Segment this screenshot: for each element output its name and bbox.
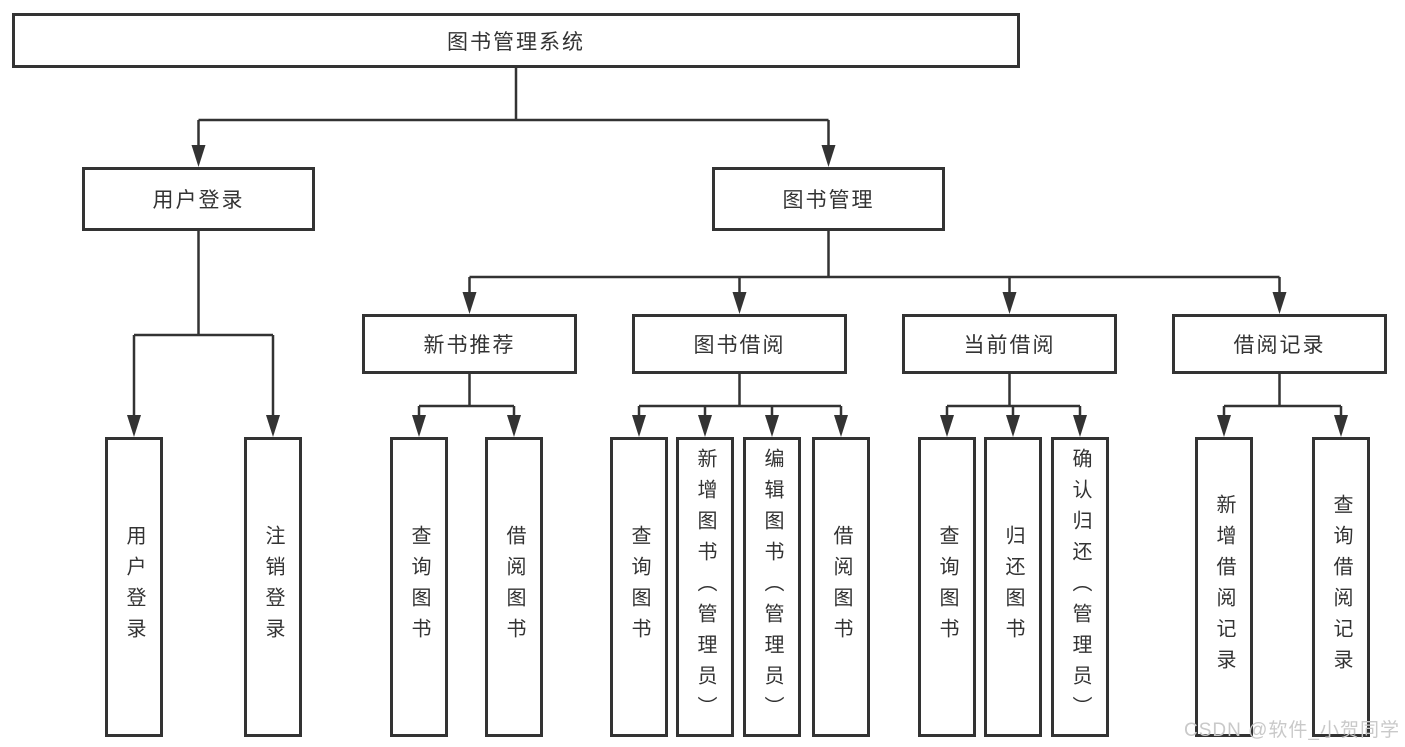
node-label: 借阅记录 (1233, 334, 1326, 357)
node-root-system: 图书管理系统 (12, 13, 1020, 68)
leaf-label: 查询借阅记录 (1330, 494, 1352, 680)
node-borrow-records: 借阅记录 (1172, 314, 1387, 374)
leaf-query-books-borrow: 查询图书 (610, 437, 668, 737)
leaf-label: 编辑图书（管理员） (761, 447, 783, 727)
leaf-label: 注销登录 (262, 525, 284, 649)
leaf-label: 查询图书 (408, 525, 430, 649)
leaf-borrow-books-recommend: 借阅图书 (485, 437, 543, 737)
node-new-book-recommend: 新书推荐 (362, 314, 577, 374)
node-label: 用户登录 (152, 189, 245, 212)
node-book-management: 图书管理 (712, 167, 945, 231)
leaf-label: 确认归还（管理员） (1069, 447, 1091, 727)
leaf-add-borrow-record: 新增借阅记录 (1195, 437, 1253, 737)
node-current-borrow: 当前借阅 (902, 314, 1117, 374)
node-label: 当前借阅 (963, 334, 1056, 357)
node-label: 图书管理 (782, 189, 875, 212)
leaf-add-books-admin: 新增图书（管理员） (676, 437, 734, 737)
leaf-label: 用户登录 (123, 525, 145, 649)
leaf-label: 新增图书（管理员） (694, 447, 716, 727)
leaf-label: 查询图书 (628, 525, 650, 649)
leaf-borrow-books: 借阅图书 (812, 437, 870, 737)
leaf-user-login: 用户登录 (105, 437, 163, 737)
leaf-label: 归还图书 (1002, 525, 1024, 649)
leaf-edit-books-admin: 编辑图书（管理员） (743, 437, 801, 737)
leaf-label: 新增借阅记录 (1213, 494, 1235, 680)
leaf-return-books: 归还图书 (984, 437, 1042, 737)
arrowhead-icons (127, 145, 1348, 437)
leaf-label: 查询图书 (936, 525, 958, 649)
leaf-logout: 注销登录 (244, 437, 302, 737)
node-label: 新书推荐 (423, 334, 516, 357)
node-book-borrow: 图书借阅 (632, 314, 847, 374)
csdn-watermark: CSDN @软件_小贺同学 (1184, 720, 1400, 741)
leaf-query-books-current: 查询图书 (918, 437, 976, 737)
leaf-label: 借阅图书 (503, 525, 525, 649)
node-user-login: 用户登录 (82, 167, 315, 231)
leaf-label: 借阅图书 (830, 525, 852, 649)
node-label: 图书管理系统 (447, 30, 585, 54)
leaf-confirm-return-admin: 确认归还（管理员） (1051, 437, 1109, 737)
leaf-query-books-recommend: 查询图书 (390, 437, 448, 737)
node-label: 图书借阅 (693, 334, 786, 357)
leaf-query-borrow-record: 查询借阅记录 (1312, 437, 1370, 737)
